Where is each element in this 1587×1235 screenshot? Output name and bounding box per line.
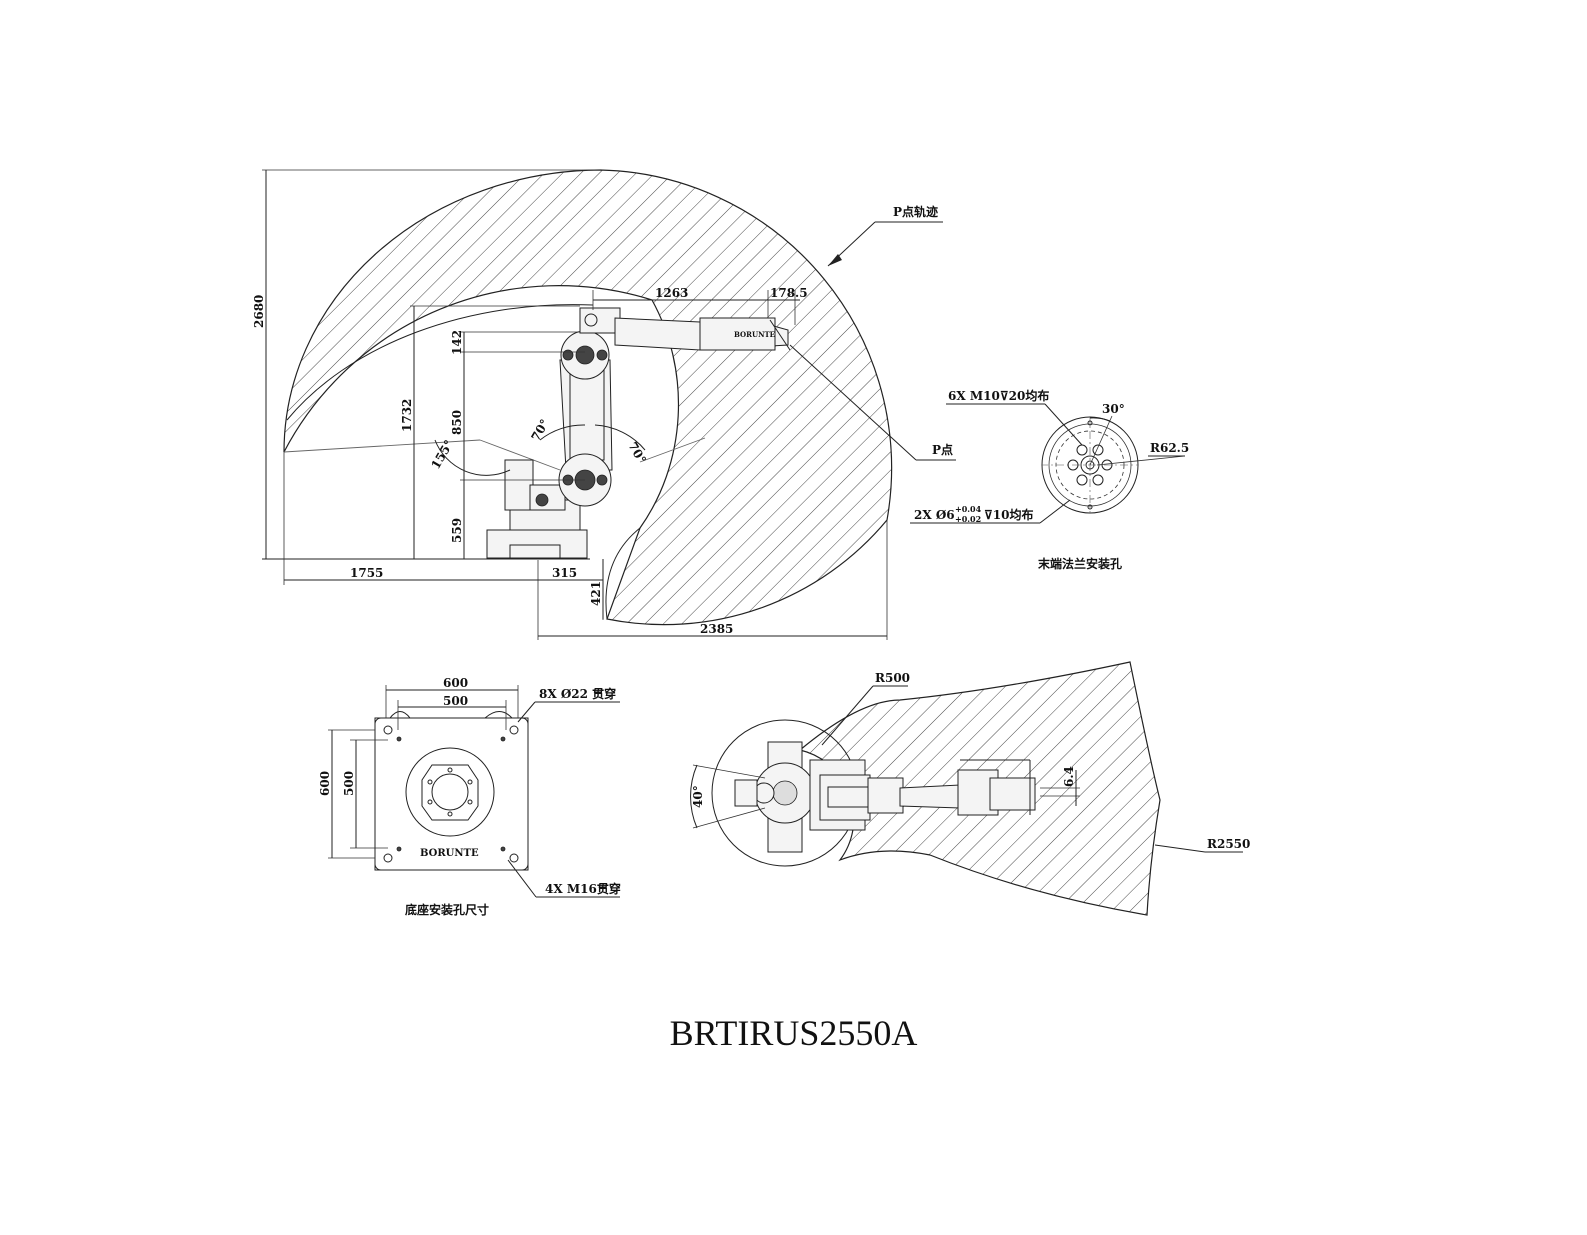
flange-pin-depth: 10均布	[993, 507, 1034, 522]
top-offset: 6.4	[1062, 766, 1076, 787]
flange-pin-spec: 2X Ø6	[914, 508, 955, 522]
flange-radius: R62.5	[1150, 441, 1189, 455]
dim-base-height: 559	[450, 518, 464, 543]
robot-side-view: BORUNTE	[486, 307, 791, 559]
dim-wrist-length: 178.5	[770, 286, 808, 300]
dim-base-depth: 421	[589, 581, 603, 606]
base-through-holes: 8X Ø22 贯穿	[539, 686, 616, 701]
dim-upper-arm: 850	[450, 410, 464, 435]
flange-pin-tol-upper: +0.04	[955, 504, 982, 514]
angle-j2-left: 70°	[528, 417, 551, 444]
top-rotation-angle: 40°	[691, 785, 705, 808]
base-tapped-holes: 4X M16贯穿	[545, 881, 621, 896]
svg-text:2X Ø6: 2X Ø6	[914, 508, 955, 522]
work-envelope	[283, 169, 893, 626]
flange-thread-spec: 6X M10	[948, 389, 1000, 403]
model-title: BRTIRUS2550A	[669, 1013, 918, 1053]
dim-forearm-length: 1263	[655, 286, 688, 300]
flange-thread-depth: 20均布	[1009, 388, 1050, 403]
flange-depth-symbol: ⊽	[1000, 389, 1009, 403]
flange-pin-depth-symbol: ⊽	[984, 508, 993, 522]
flange-pin-tol-lower: +0.02	[955, 514, 981, 524]
dim-forearm-offset: 142	[450, 330, 464, 355]
top-outer-radius: R2550	[1207, 837, 1250, 851]
base-brand-label: BORUNTE	[420, 848, 479, 859]
base-caption: 底座安装孔尺寸	[405, 902, 489, 917]
base-outer-height: 600	[318, 771, 332, 796]
svg-text:⊽10均布: ⊽10均布	[984, 507, 1034, 522]
base-outer-width: 600	[443, 676, 468, 690]
flange-caption: 末端法兰安装孔	[1038, 556, 1122, 571]
dim-front-reach: 2385	[700, 622, 733, 636]
flange-view: 30° R62.5 6X M10⊽20均布 2X Ø6 +0.04 +0.02 …	[910, 388, 1189, 571]
arm-brand-label: BORUNTE	[734, 330, 775, 339]
p-point-callout: P点	[789, 344, 956, 461]
dim-rear-reach: 1755	[350, 566, 383, 580]
dim-arm-height: 1732	[400, 399, 414, 432]
p-point-label: P点	[932, 442, 953, 457]
angle-j2-right: 70°	[625, 440, 648, 467]
dim-base-offset: 315	[552, 566, 577, 580]
base-plate-view: BORUNTE 600 500 600 500 8X Ø22 贯穿 4X M16…	[318, 676, 621, 917]
svg-text:6X M10⊽20均布: 6X M10⊽20均布	[948, 388, 1049, 403]
trajectory-label: P点轨迹	[893, 204, 938, 219]
dim-total-height: 2680	[252, 295, 266, 328]
base-inner-height: 500	[342, 771, 356, 796]
trajectory-callout: P点轨迹	[827, 204, 943, 267]
flange-angle: 30°	[1102, 402, 1125, 416]
top-inner-radius: R500	[875, 671, 910, 685]
top-view: 40° 6.4 R500 R2550	[690, 661, 1250, 916]
base-inner-width: 500	[443, 694, 468, 708]
